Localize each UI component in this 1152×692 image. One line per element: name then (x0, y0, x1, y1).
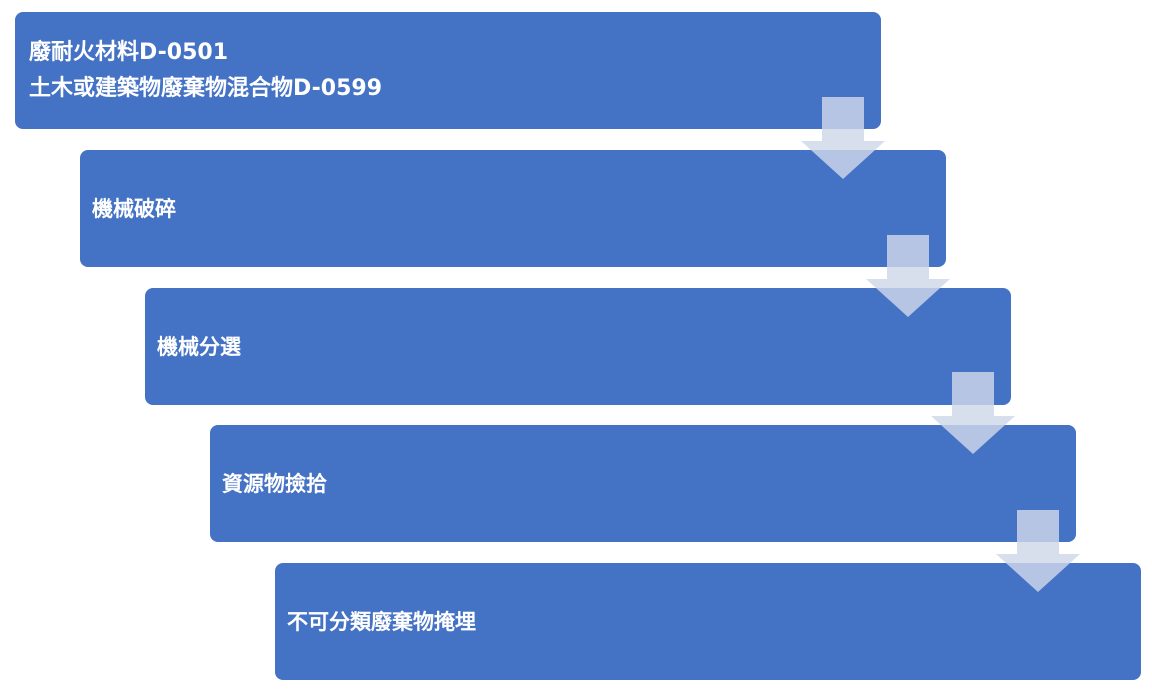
step-label: 機械分選 (157, 334, 241, 359)
process-step-crushing: 機械破碎 (80, 150, 946, 267)
step-label: 土木或建築物廢棄物混合物D-0599 (29, 75, 383, 101)
step-label: 機械破碎 (92, 196, 176, 221)
step-label: 不可分類廢棄物掩埋 (287, 609, 476, 634)
process-step-sorting: 機械分選 (145, 288, 1011, 405)
down-arrow-icon (801, 97, 885, 179)
process-step-picking: 資源物撿拾 (210, 425, 1076, 542)
down-arrow-icon (931, 372, 1015, 454)
process-step-source: 廢耐火材料D-0501 土木或建築物廢棄物混合物D-0599 (15, 12, 881, 129)
step-label: 廢耐火材料D-0501 (29, 39, 229, 65)
down-arrow-icon (866, 235, 950, 317)
step-label: 資源物撿拾 (222, 471, 327, 496)
down-arrow-icon (996, 510, 1080, 592)
process-step-landfill: 不可分類廢棄物掩埋 (275, 563, 1141, 680)
